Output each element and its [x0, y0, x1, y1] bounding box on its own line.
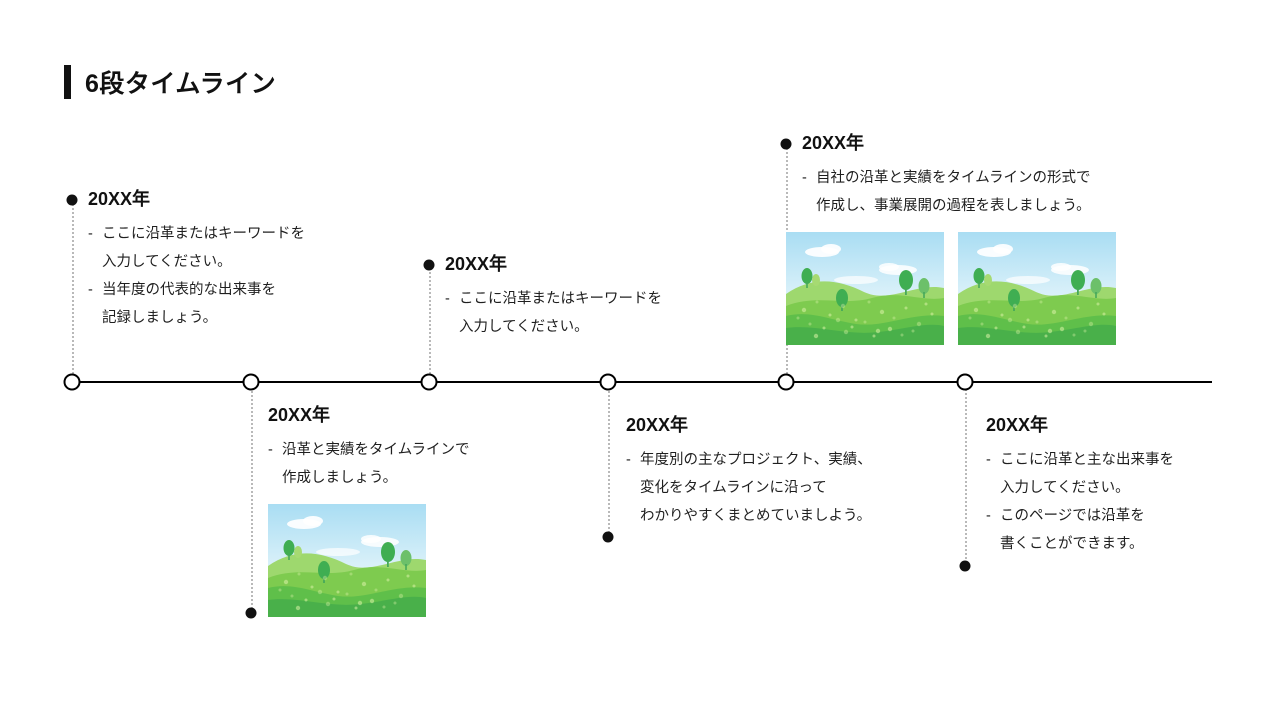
- entry-bullet-list-4: 年度別の主なプロジェクト、実績、 変化をタイムラインに沿って わかりやすくまとめ…: [626, 446, 872, 531]
- entry-bullet-3-1: ここに沿革またはキーワードを 入力してください。: [445, 285, 662, 342]
- timeline-entry-3[interactable]: 20XX年ここに沿革またはキーワードを 入力してください。: [429, 254, 662, 341]
- entry-bullet-list-3: ここに沿革またはキーワードを 入力してください。: [445, 285, 662, 342]
- entry-bullet-list-2: 沿革と実績をタイムラインで 作成しましょう。: [268, 436, 469, 493]
- entry-bullet-2-1: 沿革と実績をタイムラインで 作成しましょう。: [268, 436, 469, 493]
- entry-year-label-1: 20XX年: [88, 189, 151, 209]
- entry-bullet-4-1: 年度別の主なプロジェクト、実績、 変化をタイムラインに沿って わかりやすくまとめ…: [626, 446, 872, 531]
- page-title-text: 6段タイムライン: [85, 70, 277, 98]
- timeline-entry-4[interactable]: 20XX年年度別の主なプロジェクト、実績、 変化をタイムラインに沿って わかりや…: [626, 415, 872, 530]
- timeline-marker-dot-3: [423, 259, 435, 271]
- timeline-node-4[interactable]: [599, 373, 617, 391]
- entry-year-label-4: 20XX年: [626, 415, 689, 435]
- timeline-marker-dot-6: [959, 560, 971, 572]
- entry-bullet-6-1: ここに沿革と主な出来事を 入力してください。: [986, 446, 1174, 503]
- timeline-marker-dot-2: [245, 607, 257, 619]
- entry-bullet-6-2: このページでは沿革を 書くことができます。: [986, 502, 1174, 559]
- timeline-node-1[interactable]: [63, 373, 81, 391]
- timeline-marker-dot-5: [780, 138, 792, 150]
- entry-bullet-list-6: ここに沿革と主な出来事を 入力してください。このページでは沿革を 書くことができ…: [986, 446, 1174, 559]
- timeline-connector-4: [608, 382, 610, 537]
- timeline-marker-dot-4: [602, 531, 614, 543]
- title-accent-bar: [64, 65, 71, 99]
- timeline-entry-5[interactable]: 20XX年自社の沿革と実績をタイムラインの形式で 作成し、事業展開の過程を表しま…: [786, 133, 1116, 346]
- timeline-node-5[interactable]: [777, 373, 795, 391]
- entry-year-label-2: 20XX年: [268, 405, 331, 425]
- entry-bullet-5-1: 自社の沿革と実績をタイムラインの形式で 作成し、事業展開の過程を表しましょう。: [802, 164, 1116, 221]
- timeline-connector-6: [965, 382, 967, 566]
- page-title: 6段タイムライン: [64, 64, 276, 100]
- timeline-entry-2[interactable]: 20XX年沿革と実績をタイムラインで 作成しましょう。: [268, 405, 469, 618]
- entry-bullet-list-1: ここに沿革またはキーワードを 入力してください。当年度の代表的な出来事を 記録し…: [88, 220, 305, 333]
- timeline-node-6[interactable]: [956, 373, 974, 391]
- timeline-node-2[interactable]: [242, 373, 260, 391]
- landscape-image-2-1[interactable]: [268, 504, 426, 618]
- timeline-connector-2: [251, 382, 253, 613]
- timeline-entry-1[interactable]: 20XX年ここに沿革またはキーワードを 入力してください。当年度の代表的な出来事…: [72, 189, 305, 333]
- timeline-node-3[interactable]: [420, 373, 438, 391]
- timeline-entry-6[interactable]: 20XX年ここに沿革と主な出来事を 入力してください。このページでは沿革を 書く…: [986, 415, 1174, 559]
- entry-thumbnail-group-2: [268, 504, 469, 618]
- landscape-image-5-2[interactable]: [958, 232, 1116, 346]
- entry-bullet-list-5: 自社の沿革と実績をタイムラインの形式で 作成し、事業展開の過程を表しましょう。: [802, 164, 1116, 221]
- timeline-marker-dot-1: [66, 194, 78, 206]
- entry-year-label-6: 20XX年: [986, 415, 1049, 435]
- timeline-connector-3: [429, 265, 431, 382]
- entry-year-label-5: 20XX年: [802, 133, 865, 153]
- entry-thumbnail-group-5: [786, 232, 1116, 346]
- entry-bullet-1-2: 当年度の代表的な出来事を 記録しましょう。: [88, 276, 305, 333]
- timeline-connector-1: [72, 200, 74, 382]
- entry-bullet-1-1: ここに沿革またはキーワードを 入力してください。: [88, 220, 305, 277]
- entry-year-label-3: 20XX年: [445, 254, 508, 274]
- timeline-axis: [72, 381, 1212, 383]
- landscape-image-5-1[interactable]: [786, 232, 944, 346]
